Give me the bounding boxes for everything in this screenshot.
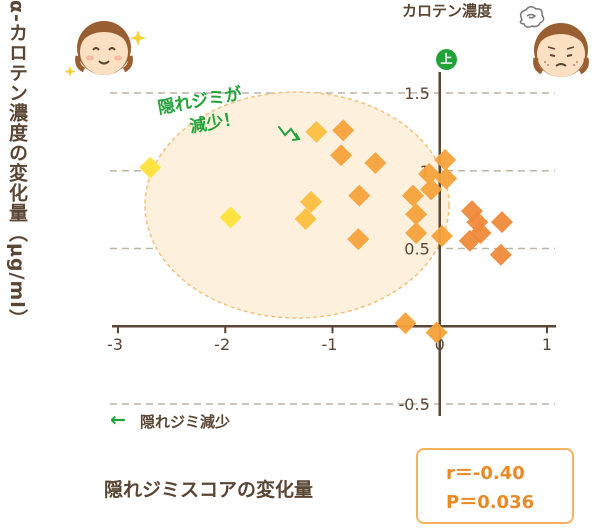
top-axis-label: カロテン濃度 xyxy=(402,2,493,20)
data-point xyxy=(394,312,417,335)
data-point xyxy=(405,203,428,226)
x-tick-label: -2 xyxy=(214,335,230,354)
data-point xyxy=(420,178,443,201)
data-point xyxy=(347,228,370,251)
left-arrow-icon: ← xyxy=(110,409,126,431)
data-points xyxy=(139,119,513,344)
up-badge: 上 xyxy=(436,49,457,70)
data-point xyxy=(489,243,512,266)
data-point xyxy=(425,321,448,344)
happy-face-icon xyxy=(64,21,146,77)
data-point xyxy=(305,120,328,143)
sparkle-icon xyxy=(64,30,146,77)
data-point xyxy=(330,144,353,167)
data-point xyxy=(139,156,162,179)
data-point xyxy=(405,221,428,244)
data-point xyxy=(435,167,458,190)
highlight-ellipse xyxy=(144,91,450,319)
hint-label: 隠れジミ減少 xyxy=(140,413,231,431)
data-point xyxy=(294,207,317,230)
data-point xyxy=(458,229,481,252)
y-tick-label: 0.5 xyxy=(404,240,429,259)
data-point xyxy=(430,225,453,248)
data-point xyxy=(300,190,323,213)
x-tick-label: 1 xyxy=(542,335,552,354)
y-axis-label: α-カロテン濃度の変化量（µg/ml） xyxy=(6,0,28,329)
x-tick-label: 0 xyxy=(435,335,445,354)
data-point xyxy=(348,184,371,207)
data-point xyxy=(434,148,457,171)
worried-face-icon xyxy=(519,6,589,77)
r-value: r＝-0.40 xyxy=(446,463,525,484)
stats-box: r＝-0.40 P＝0.036 xyxy=(416,448,574,524)
y-tick-label: -0.5 xyxy=(399,395,430,414)
y-tick-label: 1.5 xyxy=(404,84,429,103)
data-point xyxy=(364,151,387,174)
callout-arrow-icon xyxy=(278,126,298,139)
data-point xyxy=(401,184,424,207)
callout-arrowhead-icon xyxy=(292,133,301,141)
x-axis-label: 隠れジミスコアの変化量 xyxy=(104,479,314,501)
x-tick-label: -1 xyxy=(322,335,338,354)
x-tick-label: -3 xyxy=(107,335,123,354)
data-point xyxy=(418,162,441,185)
data-point xyxy=(490,211,513,234)
data-point xyxy=(332,119,355,142)
data-point xyxy=(219,206,242,229)
gloom-cloud-icon xyxy=(519,6,545,28)
p-value: P＝0.036 xyxy=(446,492,535,513)
